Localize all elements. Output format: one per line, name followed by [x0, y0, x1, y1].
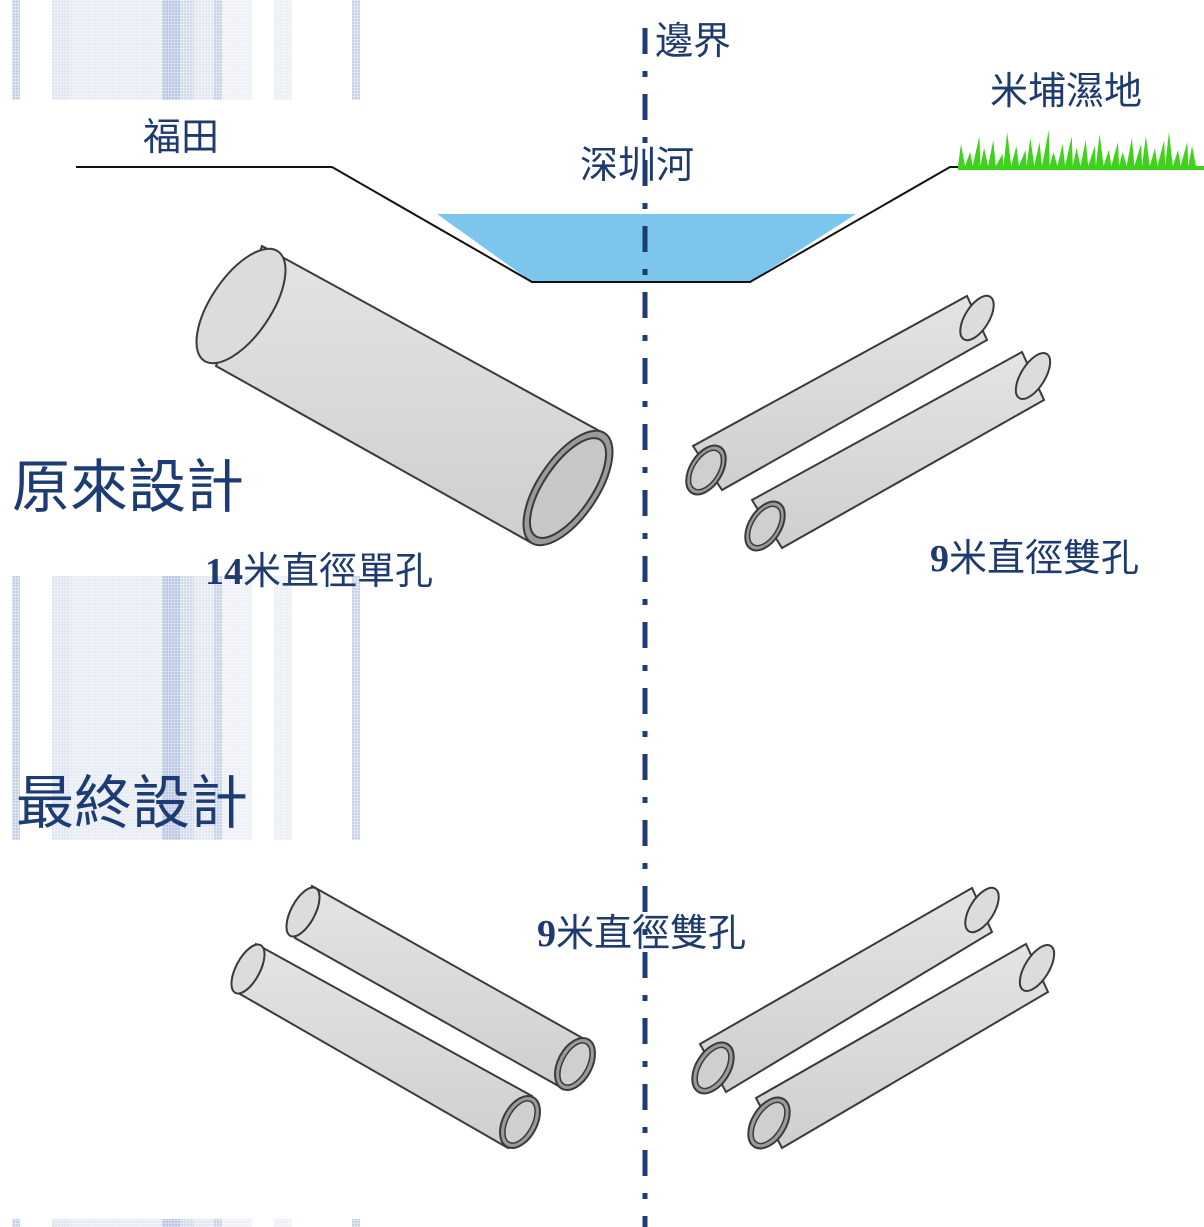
tube-9m-final-right-upper — [691, 886, 1000, 1095]
futian-label: 福田 — [143, 115, 220, 159]
tube-9m-original-upper — [685, 294, 995, 496]
grass-icon — [958, 130, 1204, 170]
boundary-label: 邊界 — [655, 19, 732, 63]
tunnel-14m-number: 14 — [205, 551, 243, 593]
tunnel-14m-text: 米直徑單孔 — [243, 549, 434, 593]
tube-9m-final-left-upper — [285, 884, 596, 1091]
decorative-stripes-top — [12, 0, 360, 100]
tube-9m-final-left-lower — [230, 942, 541, 1150]
decorative-stripes-bottom — [12, 1219, 360, 1227]
tunnel-14m-single-label: 14米直徑單孔 — [205, 540, 433, 595]
tube-9m-original-lower — [744, 350, 1052, 552]
tunnel-9m-final-number: 9 — [537, 913, 556, 955]
tunnel-9m-twin-original-label: 9米直徑雙孔 — [930, 527, 1139, 582]
water-wave-crests — [437, 206, 856, 214]
shenzhen-river-label: 深圳河 — [580, 143, 695, 187]
final-design-title: 最終設計 — [16, 769, 249, 837]
tunnel-9m-original-text: 米直徑雙孔 — [949, 536, 1140, 580]
decorative-stripes-middle — [12, 576, 360, 840]
tube-9m-final-right-lower — [747, 942, 1056, 1150]
tunnel-9m-twin-final-label: 9米直徑雙孔 — [537, 902, 746, 957]
tube-14m-original — [195, 244, 614, 547]
tunnel-9m-original-number: 9 — [930, 538, 949, 580]
original-design-title: 原來設計 — [12, 453, 245, 521]
mai-po-wetland-label: 米埔濕地 — [990, 69, 1143, 113]
tunnel-9m-final-text: 米直徑雙孔 — [556, 911, 747, 955]
